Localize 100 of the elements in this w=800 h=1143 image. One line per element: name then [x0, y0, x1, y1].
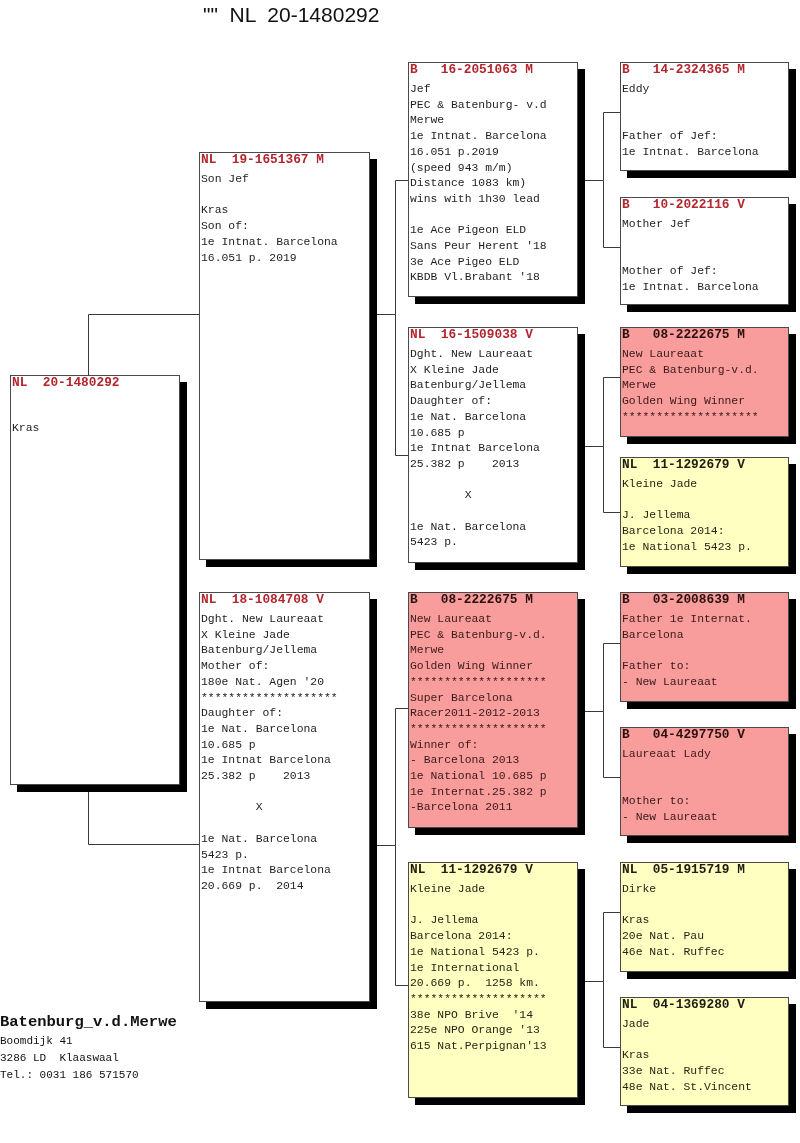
- ring-number: NL 18-1084708 V: [201, 593, 324, 607]
- pedigree-text: Father to:: [622, 659, 691, 675]
- pedigree-text: Daughter of:: [410, 394, 493, 410]
- pedigree-text: wins with 1h30 lead: [410, 191, 540, 207]
- pedigree-card: [408, 327, 585, 570]
- pedigree-text: 20.669 p. 2014: [201, 878, 304, 894]
- ring-number: B 10-2022116 V: [622, 198, 745, 212]
- connector-line: [88, 314, 200, 376]
- pedigree-text: 46e Nat. Ruffec: [622, 944, 725, 960]
- pedigree-card: [620, 197, 796, 312]
- pedigree-card: [408, 592, 585, 835]
- pedigree-text: New Laureaat: [410, 612, 493, 627]
- pedigree-text: 1e Intnat Barcelona: [201, 753, 331, 769]
- pedigree-text: New Laureaat: [622, 347, 705, 362]
- pedigree-text: 1e Nat. Barcelona: [201, 831, 318, 847]
- connector-line: [584, 180, 621, 248]
- pedigree-text: Golden Wing Winner: [622, 394, 746, 410]
- pedigree-text: J. Jellema: [622, 508, 691, 524]
- pedigree-text: 1e Intnat. Barcelona: [622, 279, 759, 295]
- ring-number: B 04-4297750 V: [622, 728, 745, 742]
- connector-line: [88, 791, 200, 845]
- ring-number: NL 19-1651367 M: [201, 153, 324, 167]
- pedigree-text: Batenburg/Jellema: [201, 643, 318, 659]
- pedigree-text: Dght. New Laureaat: [201, 612, 325, 627]
- pedigree-text: J. Jellema: [410, 913, 479, 929]
- pedigree-card: [620, 327, 796, 444]
- pedigree-text: Son Jef: [201, 172, 249, 187]
- pedigree-text: 25.382 p 2013: [201, 769, 311, 785]
- pedigree-text: 25.382 p 2013: [410, 456, 520, 472]
- pedigree-text: Father of Jef:: [622, 129, 718, 145]
- pedigree-text: 615 Nat.Perpignan'13: [410, 1039, 547, 1054]
- pedigree-text: Mother of:: [201, 659, 270, 675]
- ring-number: B 14-2324365 M: [622, 63, 745, 77]
- phone-number: Tel.: 0031 186 571570: [0, 1068, 139, 1083]
- pedigree-text: Kleine Jade: [410, 882, 486, 897]
- pedigree-text: 1e Intnat. Barcelona: [410, 129, 547, 145]
- connector-line: [376, 314, 409, 456]
- pedigree-text: 20e Nat. Pau: [622, 929, 705, 945]
- pedigree-text: 5423 p.: [410, 535, 458, 551]
- ring-number: B 08-2222675 M: [410, 593, 533, 607]
- pedigree-text: KBDB Vl.Brabant '18: [410, 270, 540, 286]
- pedigree-text: Golden Wing Winner: [410, 659, 534, 675]
- pedigree-text: ********************: [201, 690, 338, 706]
- ring-number: NL 11-1292679 V: [622, 458, 745, 472]
- connector-line: [584, 446, 621, 513]
- pedigree-text: 10.685 p: [410, 425, 465, 441]
- pedigree-text: 5423 p.: [201, 847, 249, 863]
- connector-line: [584, 981, 621, 1048]
- pedigree-text: - Barcelona 2013: [410, 753, 520, 769]
- pedigree-text: 1e Intnat Barcelona: [410, 441, 540, 457]
- pedigree-text: Mother of Jef:: [622, 264, 718, 280]
- pedigree-card: [620, 457, 796, 574]
- pedigree-text: Mother Jef: [622, 217, 691, 232]
- pedigree-text: 16.051 p. 2019: [201, 250, 297, 266]
- pedigree-text: X: [255, 800, 263, 816]
- pedigree-text: Laureaat Lady: [622, 747, 711, 762]
- pedigree-text: Kleine Jade: [622, 477, 698, 492]
- pedigree-text: ********************: [622, 409, 759, 425]
- connector-line: [584, 711, 621, 778]
- pedigree-text: Eddy: [622, 82, 650, 97]
- address-line: Boomdijk 41: [0, 1034, 73, 1049]
- pedigree-text: ********************: [410, 674, 547, 690]
- pedigree-text: ********************: [410, 721, 547, 737]
- pedigree-text: 1e Intnat. Barcelona: [201, 234, 338, 250]
- pedigree-text: Barcelona 2014:: [410, 929, 513, 945]
- connector-line: [376, 845, 409, 986]
- pedigree-text: 1e National 5423 p.: [410, 944, 540, 960]
- pedigree-text: Daughter of:: [201, 706, 284, 722]
- pedigree-text: 180e Nat. Agen '20: [201, 674, 325, 690]
- pedigree-text: 16.051 p.2019: [410, 144, 499, 160]
- pedigree-text: 1e International: [410, 960, 520, 976]
- pedigree-text: 10.685 p: [201, 737, 256, 753]
- address-line: 3286 LD Klaaswaal: [0, 1051, 119, 1066]
- pedigree-text: 33e Nat. Ruffec: [622, 1064, 725, 1080]
- pedigree-text: X Kleine Jade: [410, 362, 499, 378]
- pedigree-card: [10, 375, 187, 792]
- ring-number: NL 20-1480292: [12, 376, 120, 390]
- ring-number: B 08-2222675 M: [622, 328, 745, 342]
- pedigree-text: 1e Intnat Barcelona: [201, 863, 331, 879]
- pedigree-text: 1e Intnat. Barcelona: [622, 144, 759, 160]
- pedigree-text: Kras: [622, 913, 650, 929]
- pedigree-text: 48e Nat. St.Vincent: [622, 1079, 752, 1095]
- loft-name: Batenburg_v.d.Merwe: [0, 1013, 177, 1031]
- pedigree-text: PEC & Batenburg-v.d. Merwe: [622, 362, 760, 394]
- pedigree-card: [620, 862, 796, 979]
- pedigree-text: 1e Ace Pigeon ELD: [410, 223, 527, 239]
- pedigree-text: 1e National 5423 p.: [622, 539, 752, 555]
- ring-number: NL 04-1369280 V: [622, 998, 745, 1012]
- pedigree-text: Kras: [12, 421, 40, 437]
- ring-number: NL 11-1292679 V: [410, 863, 533, 877]
- pedigree-card: [620, 592, 796, 709]
- pedigree-text: X: [464, 488, 472, 504]
- pedigree-text: Jade: [622, 1017, 650, 1032]
- ring-number: NL 05-1915719 M: [622, 863, 745, 877]
- pedigree-text: Sans Peur Herent '18: [410, 239, 547, 254]
- pedigree-card: [620, 62, 796, 178]
- pedigree-text: Kras: [622, 1048, 650, 1064]
- pedigree-text: Mother to:: [622, 794, 691, 810]
- pedigree-text: -Barcelona 2011: [410, 800, 513, 816]
- pedigree-text: Super Barcelona Racer2011-2012-2013: [410, 690, 541, 722]
